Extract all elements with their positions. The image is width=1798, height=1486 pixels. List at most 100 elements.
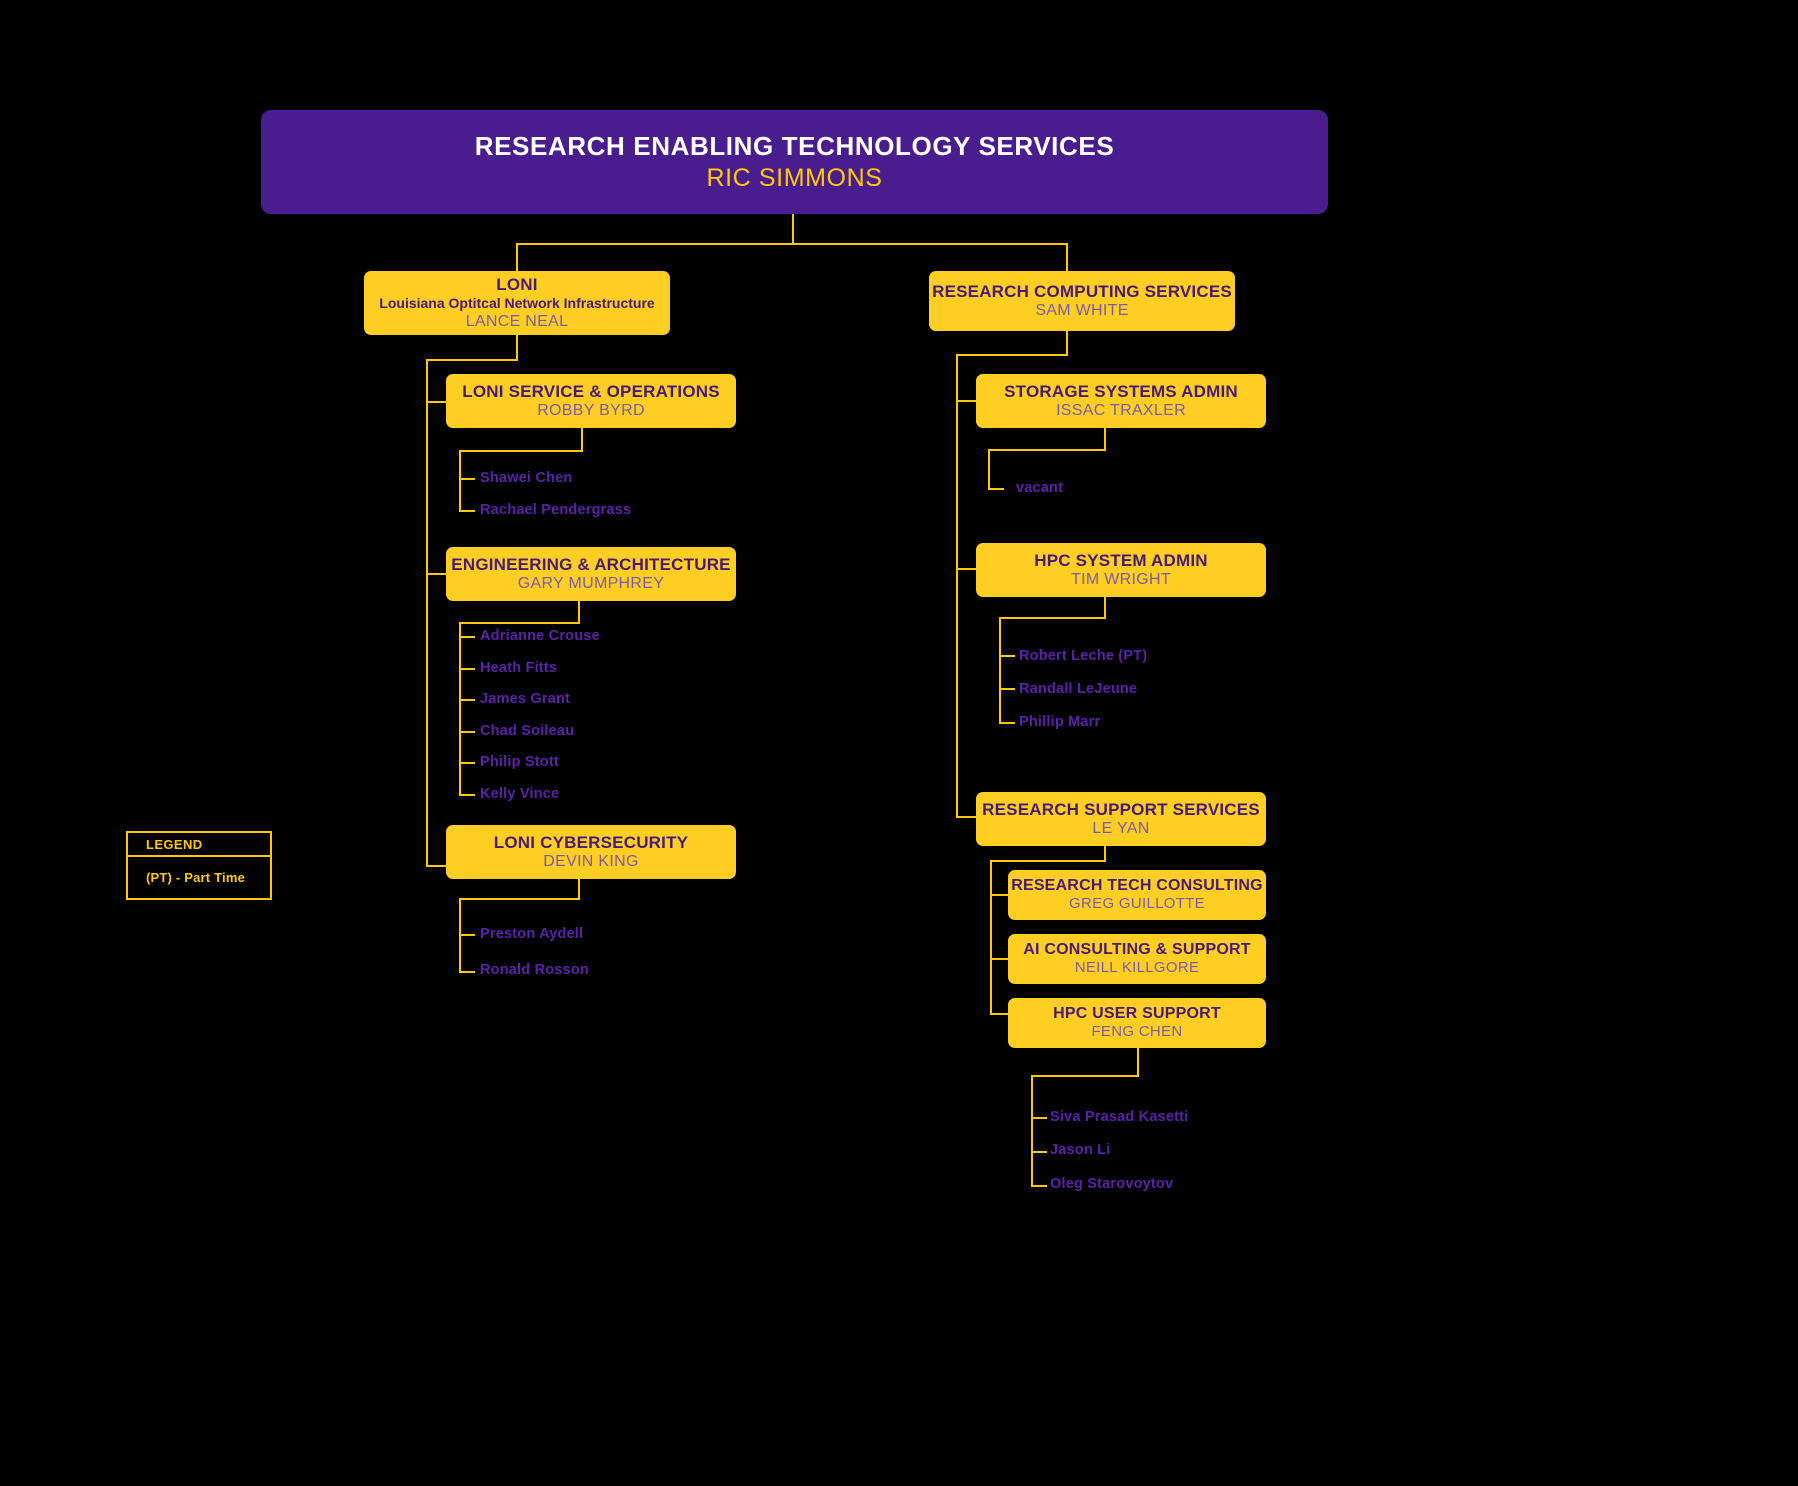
loni-cybersecurity-title: LONI CYBERSECURITY: [493, 832, 689, 852]
hpc-user-support-title: HPC USER SUPPORT: [1053, 1004, 1221, 1022]
node-loni[interactable]: LONI Louisiana Optitcal Network Infrastr…: [364, 271, 670, 335]
node-hpc-system-admin[interactable]: HPC SYSTEM ADMIN TIM WRIGHT: [976, 543, 1266, 597]
connector-storage-elbow: [988, 449, 1106, 451]
node-loni-service-operations[interactable]: LONI SERVICE & OPERATIONS ROBBY BYRD: [446, 374, 736, 428]
staff-rachael-pendergrass: Rachael Pendergrass: [480, 502, 632, 518]
connector-engineering-staff-3: [459, 731, 475, 733]
staff-shawei-chen: Shawei Chen: [480, 470, 573, 486]
legend-body: (PT) - Part Time: [128, 857, 270, 898]
connector-engineering-elbow: [459, 622, 580, 624]
connector-loni-stem: [516, 335, 518, 359]
staff-preston-aydell: Preston Aydell: [480, 926, 584, 942]
loni-subtitle: Louisiana Optitcal Network Infrastructur…: [379, 295, 655, 312]
staff-chad-soileau: Chad Soileau: [480, 723, 575, 739]
legend-title-row: LEGEND: [128, 833, 270, 857]
staff-ronald-rosson: Ronald Rosson: [480, 962, 589, 978]
connector-hpcuser-elbow: [1031, 1075, 1139, 1077]
connector-hpcuser-staff-2: [1031, 1185, 1047, 1187]
storage-systems-admin-title: STORAGE SYSTEMS ADMIN: [1004, 381, 1238, 401]
connector-hpcadmin-stem: [1104, 595, 1106, 617]
connector-hpcadmin-spine: [999, 617, 1001, 722]
connector-storage-spine: [988, 449, 990, 488]
engineering-architecture-person: GARY MUMPHREY: [517, 575, 665, 593]
legend-title: LEGEND: [146, 836, 203, 852]
loni-service-operations-title: LONI SERVICE & OPERATIONS: [462, 381, 720, 401]
connector-loni-spine-top: [426, 359, 518, 361]
research-tech-consulting-person: GREG GUILLOTTE: [1069, 895, 1205, 913]
connector-rcs-spine: [956, 354, 958, 817]
research-support-services-title: RESEARCH SUPPORT SERVICES: [982, 799, 1260, 819]
connector-serviceops-elbow: [459, 450, 583, 452]
node-ai-consulting-support[interactable]: AI CONSULTING & SUPPORT NEILL KILLGORE: [1008, 934, 1266, 984]
connector-rss-stem: [1104, 842, 1106, 860]
node-storage-systems-admin[interactable]: STORAGE SYSTEMS ADMIN ISSAC TRAXLER: [976, 374, 1266, 428]
connector-to-rcs: [1066, 243, 1068, 271]
staff-philip-stott: Philip Stott: [480, 754, 559, 770]
legend-note-part-time: (PT) - Part Time: [146, 870, 246, 885]
connector-rss-to-ai-consulting: [990, 958, 1010, 960]
loni-service-operations-person: ROBBY BYRD: [537, 402, 645, 420]
engineering-architecture-title: ENGINEERING & ARCHITECTURE: [451, 554, 731, 574]
root-person: RIC SIMMONS: [706, 164, 883, 193]
hpc-system-admin-title: HPC SYSTEM ADMIN: [1034, 550, 1208, 570]
connector-hpcuser-spine: [1031, 1075, 1033, 1185]
node-research-enabling-technology-services[interactable]: RESEARCH ENABLING TECHNOLOGY SERVICES RI…: [261, 110, 1328, 214]
staff-vacant: vacant: [1016, 480, 1064, 496]
node-research-support-services[interactable]: RESEARCH SUPPORT SERVICES LE YAN: [976, 792, 1266, 846]
connector-rcs-to-support-services: [956, 816, 978, 818]
staff-robert-leche: Robert Leche (PT): [1019, 648, 1148, 664]
connector-rcs-to-storage: [956, 400, 978, 402]
connector-cyber-stem: [578, 876, 580, 898]
connector-rss-elbow: [990, 860, 1106, 862]
connector-engineering-staff-1: [459, 668, 475, 670]
staff-phillip-marr: Phillip Marr: [1019, 714, 1101, 730]
connector-rss-spine: [990, 860, 992, 1013]
connector-rcs-spine-top: [956, 354, 1068, 356]
connector-cyber-staff-0: [459, 934, 475, 936]
connector-serviceops-stem: [581, 428, 583, 450]
staff-siva-prasad-kasetti: Siva Prasad Kasetti: [1050, 1109, 1189, 1125]
staff-kelly-vince: Kelly Vince: [480, 786, 560, 802]
connector-engineering-stem: [578, 600, 580, 622]
staff-heath-fitts: Heath Fitts: [480, 660, 558, 676]
connector-hpcuser-stem: [1137, 1048, 1139, 1075]
staff-oleg-starovoytov: Oleg Starovoytov: [1050, 1176, 1174, 1192]
connector-rcs-stem: [1066, 330, 1068, 354]
loni-title: LONI: [496, 275, 538, 295]
connector-serviceops-spine: [459, 450, 461, 510]
rcs-person: SAM WHITE: [1035, 302, 1129, 320]
connector-loni-to-service-ops: [426, 401, 448, 403]
connector-loni-spine: [426, 359, 428, 867]
connector-loni-to-engineering: [426, 573, 448, 575]
connector-storage-stem: [1104, 427, 1106, 449]
connector-loni-to-cybersecurity: [426, 865, 448, 867]
connector-cyber-elbow: [459, 898, 580, 900]
connector-hpcadmin-elbow: [999, 617, 1106, 619]
connector-hpcadmin-staff-2: [999, 722, 1015, 724]
connector-rss-to-tech-consulting: [990, 894, 1010, 896]
storage-systems-admin-person: ISSAC TRAXLER: [1056, 402, 1186, 420]
hpc-user-support-person: FENG CHEN: [1091, 1023, 1183, 1041]
node-loni-cybersecurity[interactable]: LONI CYBERSECURITY DEVIN KING: [446, 825, 736, 879]
connector-engineering-staff-5: [459, 794, 475, 796]
connector-hpcadmin-staff-1: [999, 688, 1015, 690]
node-hpc-user-support[interactable]: HPC USER SUPPORT FENG CHEN: [1008, 998, 1266, 1048]
connector-serviceops-staff-1: [459, 510, 475, 512]
node-research-computing-services[interactable]: RESEARCH COMPUTING SERVICES SAM WHITE: [929, 271, 1235, 331]
connector-root-stem: [792, 214, 794, 243]
node-engineering-architecture[interactable]: ENGINEERING & ARCHITECTURE GARY MUMPHREY: [446, 547, 736, 601]
staff-jason-li: Jason Li: [1050, 1142, 1111, 1158]
connector-engineering-staff-0: [459, 636, 475, 638]
root-title: RESEARCH ENABLING TECHNOLOGY SERVICES: [474, 130, 1115, 161]
ai-consulting-support-person: NEILL KILLGORE: [1074, 959, 1200, 977]
staff-adrianne-crouse: Adrianne Crouse: [480, 628, 600, 644]
connector-storage-staff-0: [988, 488, 1004, 490]
node-research-tech-consulting[interactable]: RESEARCH TECH CONSULTING GREG GUILLOTTE: [1008, 870, 1266, 920]
connector-serviceops-staff-0: [459, 478, 475, 480]
connector-engineering-staff-2: [459, 699, 475, 701]
connector-hpcadmin-staff-0: [999, 655, 1015, 657]
connector-rcs-to-hpc-admin: [956, 568, 978, 570]
rcs-title: RESEARCH COMPUTING SERVICES: [932, 281, 1232, 301]
ai-consulting-support-title: AI CONSULTING & SUPPORT: [1023, 940, 1251, 958]
